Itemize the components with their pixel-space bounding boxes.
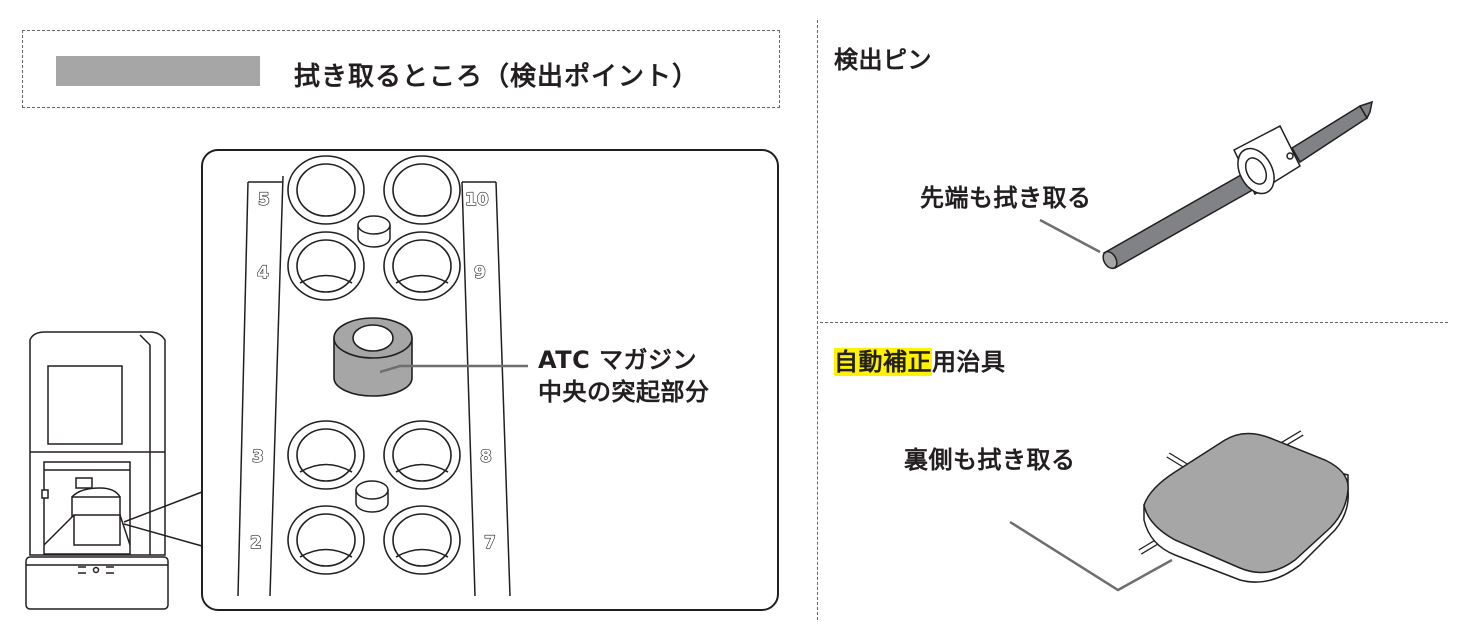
header-box xyxy=(22,30,780,108)
zoom-connector xyxy=(123,491,203,547)
pocket-8 xyxy=(383,420,461,490)
slot-number-2: 2 xyxy=(250,533,262,553)
tool-pockets xyxy=(287,155,461,575)
slot-number-3: 3 xyxy=(252,447,264,467)
small-bosses xyxy=(355,215,391,513)
magazine-callout-line1: ATC マガジン xyxy=(538,346,698,374)
slot-number-4: 4 xyxy=(257,263,269,283)
detection-pin-illustration xyxy=(1102,100,1373,270)
legend-swatch xyxy=(56,56,260,86)
pocket-3 xyxy=(287,420,365,490)
magazine-callout-line xyxy=(379,364,528,374)
pocket-top-right xyxy=(383,155,461,225)
slot-number-9: 9 xyxy=(474,263,486,283)
calibration-jig-title-highlight: 自動補正 xyxy=(834,348,932,376)
pocket-9 xyxy=(383,231,461,301)
pin-callout-line xyxy=(1039,218,1101,254)
horizontal-divider xyxy=(820,322,1448,323)
vertical-divider xyxy=(817,20,818,620)
atc-magazine-panel: 5 4 3 2 10 9 8 7 xyxy=(201,149,779,611)
calibration-jig-title-rest: 用治具 xyxy=(932,348,1006,376)
calibration-jig-title: 自動補正用治具 xyxy=(834,342,1006,377)
pocket-2 xyxy=(287,505,365,575)
pocket-7 xyxy=(383,505,461,575)
milling-machine-illustration xyxy=(25,331,169,610)
detection-pin-note: 先端も拭き取る xyxy=(920,184,1092,212)
slot-number-8: 8 xyxy=(480,447,492,467)
center-protrusion xyxy=(333,317,413,397)
slot-number-10: 10 xyxy=(465,190,489,210)
magazine-callout-line2: 中央の突起部分 xyxy=(538,378,710,406)
slot-number-5: 5 xyxy=(258,190,270,210)
detection-pin-title: 検出ピン xyxy=(834,46,932,74)
calibration-jig-note: 裏側も拭き取る xyxy=(904,446,1076,474)
header-title: 拭き取るところ（検出ポイント） xyxy=(294,62,700,92)
slot-number-7: 7 xyxy=(484,533,496,553)
pocket-4 xyxy=(287,231,365,301)
calibration-jig-illustration xyxy=(1138,430,1349,583)
jig-callout-line xyxy=(1009,520,1173,592)
pocket-top-left xyxy=(287,155,365,225)
